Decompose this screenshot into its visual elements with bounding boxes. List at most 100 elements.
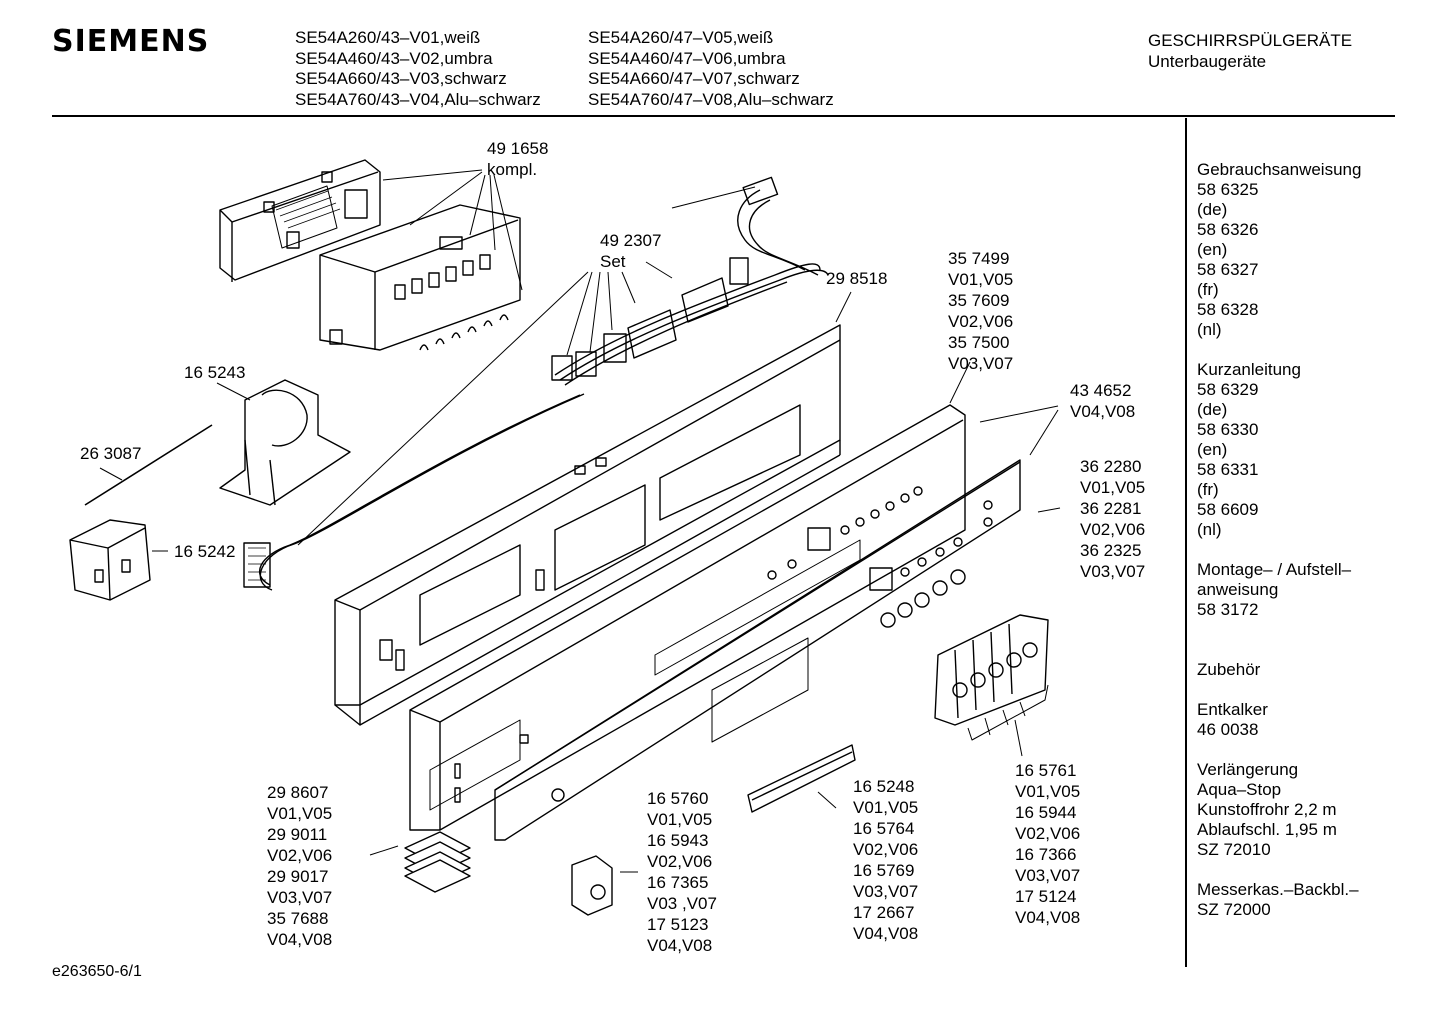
category-block: GESCHIRRSPÜLGERÄTE Unterbaugeräte	[1148, 30, 1352, 72]
sidebar-line: Zubehör	[1197, 660, 1261, 679]
sidebar-line: SZ 72010	[1197, 840, 1271, 859]
leader-165243	[216, 382, 251, 401]
part-label-491658: 49 1658 kompl.	[487, 138, 548, 180]
part-number: 36 2280	[1080, 457, 1142, 476]
sidebar-line: (nl)	[1197, 320, 1222, 339]
model-entry: SE54A260/47–V05,weiß	[588, 28, 774, 47]
switch-165242	[69, 519, 151, 601]
sidebar-line: Ablaufschl. 1,95 m	[1197, 820, 1337, 839]
part-variant: V04,V08	[853, 924, 919, 943]
part-variant: V02,V06	[1015, 824, 1081, 843]
strip-165248	[747, 744, 856, 813]
sidebar-divider	[1185, 118, 1187, 967]
model-entry: SE54A660/43–V03,schwarz	[295, 69, 507, 88]
button-block-165761	[934, 614, 1049, 726]
control-board-back	[219, 159, 381, 282]
leader-357499	[949, 361, 971, 404]
part-number: 49 2307	[600, 231, 662, 250]
holder-165243	[219, 379, 351, 506]
part-number: 35 7499	[948, 249, 1010, 268]
part-label-298518: 29 8518	[826, 268, 887, 289]
part-number: 16 5769	[853, 861, 915, 880]
cover-panel	[494, 459, 1021, 841]
part-variant: V02,V06	[948, 312, 1014, 331]
sidebar-line: (en)	[1197, 440, 1228, 459]
part-note: Set	[600, 252, 626, 271]
part-variant: V01,V05	[267, 804, 333, 823]
sidebar-line: 58 6329	[1197, 380, 1259, 399]
part-number: 17 2667	[853, 903, 915, 922]
siemens-logo: SIEMENS	[52, 24, 210, 59]
part-variant: V04,V08	[267, 930, 333, 949]
wiring-harness	[243, 176, 829, 591]
sidebar-line: Aqua–Stop	[1197, 780, 1282, 799]
sidebar-line: SZ 72000	[1197, 900, 1271, 919]
part-label-165242: 16 5242	[174, 541, 235, 562]
model-entry: SE54A460/47–V06,umbra	[588, 48, 786, 68]
rod-263087	[84, 424, 213, 506]
sidebar-line: anweisung	[1197, 580, 1279, 599]
drawing-id: e263650-6/1	[52, 963, 142, 980]
exploded-parts-drawing	[69, 159, 1061, 916]
part-number: 29 8518	[826, 269, 888, 288]
leader-491658	[382, 169, 523, 291]
part-number: 16 5764	[853, 819, 915, 838]
sidebar-line: (en)	[1197, 240, 1228, 259]
sidebar-line: (de)	[1197, 400, 1228, 419]
sidebar-line: Kunstoffrohr 2,2 m	[1197, 800, 1337, 819]
part-number: 16 5944	[1015, 803, 1077, 822]
leader-434652	[979, 405, 1059, 456]
sidebar-line: 58 6330	[1197, 420, 1259, 439]
part-number: 16 5760	[647, 789, 709, 808]
category-subtitle: Unterbaugeräte	[1148, 52, 1267, 71]
sidebar-line: 46 0038	[1197, 720, 1259, 739]
sidebar-section-accessories: Zubehör	[1197, 640, 1361, 680]
part-number: 16 5243	[184, 363, 246, 382]
part-variant: V04,V08	[647, 936, 713, 955]
leader-298518	[835, 291, 852, 323]
sidebar-section-quickguide: Kurzanleitung 58 6329 (de) 58 6330 (en) …	[1197, 360, 1361, 540]
part-variant: V02,V06	[1080, 520, 1146, 539]
model-entry: SE54A460/43–V02,umbra	[295, 48, 493, 68]
control-board-front	[319, 204, 521, 351]
part-number: 36 2281	[1080, 499, 1142, 518]
part-label-492307: 49 2307 Set	[600, 230, 661, 272]
part-variant: V01,V05	[1080, 478, 1146, 497]
sidebar-line: (nl)	[1197, 520, 1222, 539]
part-variant: V03,V07	[1015, 866, 1081, 885]
part-variant: V04,V08	[1015, 908, 1081, 927]
part-variant: V04,V08	[1070, 402, 1136, 421]
part-number: 16 7365	[647, 873, 709, 892]
leader-165761	[967, 684, 1049, 757]
part-note: kompl.	[487, 160, 538, 179]
sidebar-section-installation: Montage– / Aufstell– anweisung 58 3172	[1197, 560, 1361, 620]
part-variant: V02,V06	[267, 846, 333, 865]
sidebar-line: 58 6331	[1197, 460, 1259, 479]
part-number: 35 7609	[948, 291, 1010, 310]
model-list-col2: SE54A260/47–V05,weiß SE54A460/47–V06,umb…	[588, 28, 834, 110]
sidebar-section-cutlery: Messerkas.–Backbl.– SZ 72000	[1197, 880, 1361, 920]
part-label-434652: 43 4652 V04,V08	[1070, 380, 1135, 422]
part-variant: V03,V07	[948, 354, 1014, 373]
part-number: 16 5943	[647, 831, 709, 850]
part-label-362280: 36 2280 V01,V05 36 2281 V02,V06 36 2325 …	[1080, 456, 1145, 582]
part-number: 29 9017	[267, 867, 329, 886]
leader-492307	[297, 186, 756, 546]
sidebar-line: 58 6325	[1197, 180, 1259, 199]
part-variant: V03,V07	[853, 882, 919, 901]
sidebar-line: Kurzanleitung	[1197, 360, 1301, 379]
sidebar-section-extension: Verlängerung Aqua–Stop Kunstoffrohr 2,2 …	[1197, 760, 1361, 860]
leader-263087	[99, 467, 123, 481]
part-label-165761: 16 5761 V01,V05 16 5944 V02,V06 16 7366 …	[1015, 760, 1080, 928]
part-variant: V01,V05	[1015, 782, 1081, 801]
part-number: 36 2325	[1080, 541, 1142, 560]
part-label-357499: 35 7499 V01,V05 35 7609 V02,V06 35 7500 …	[948, 248, 1013, 374]
part-variant: V01,V05	[948, 270, 1014, 289]
plate-stack-298607	[404, 831, 471, 893]
part-number: 35 7500	[948, 333, 1010, 352]
part-number: 16 7366	[1015, 845, 1077, 864]
part-number: 29 8607	[267, 783, 329, 802]
model-list-col1: SE54A260/43–V01,weiß SE54A460/43–V02,umb…	[295, 28, 541, 110]
model-entry: SE54A260/43–V01,weiß	[295, 28, 481, 47]
leader-362280	[1037, 507, 1061, 513]
